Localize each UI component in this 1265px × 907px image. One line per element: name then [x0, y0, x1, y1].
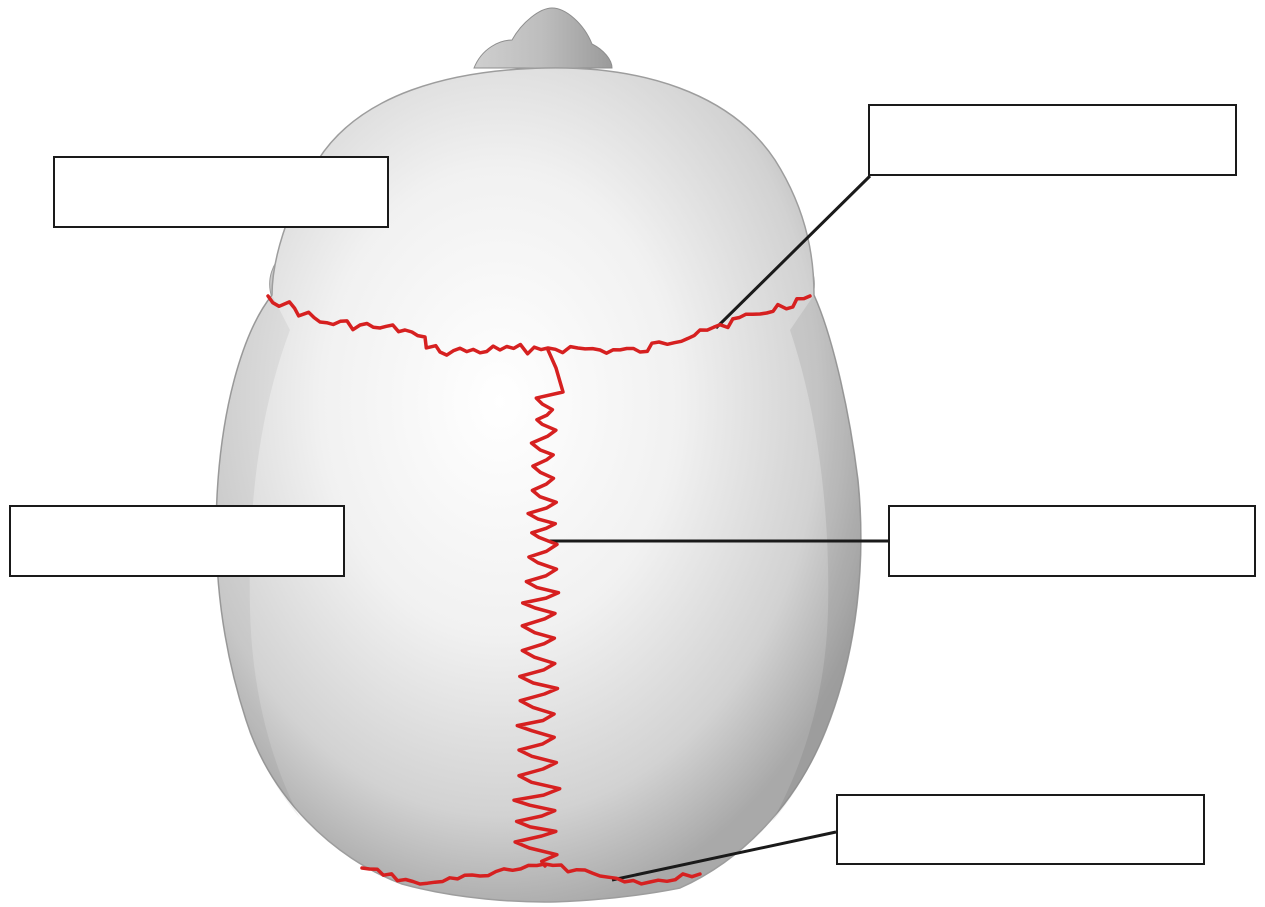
label-box-mid-right[interactable]: [888, 505, 1256, 577]
nasal-bones: [474, 8, 612, 68]
label-box-top-right[interactable]: [868, 104, 1237, 176]
label-box-bottom-right[interactable]: [836, 794, 1205, 865]
label-box-mid-left[interactable]: [9, 505, 345, 577]
label-box-top-left[interactable]: [53, 156, 389, 228]
